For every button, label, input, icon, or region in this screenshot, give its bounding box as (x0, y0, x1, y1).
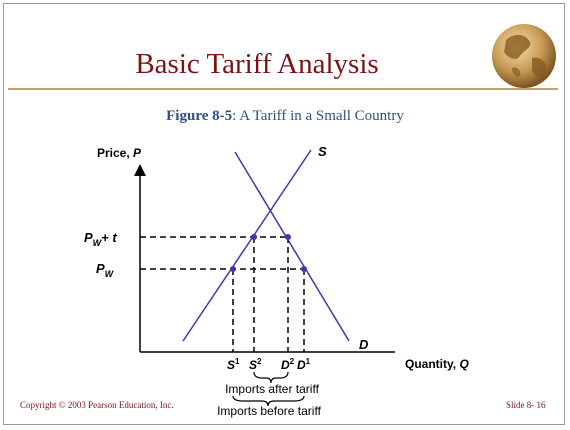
imports-after-brace (253, 371, 289, 384)
q-label-s2: S2 (249, 357, 262, 372)
figure-caption-text: : A Tariff in a Small Country (232, 108, 404, 124)
slide-frame (3, 3, 565, 425)
point-s1 (230, 266, 236, 272)
q-label-s1: S1 (227, 357, 240, 372)
supply-curve (182, 149, 312, 342)
price-world-label: PW (96, 261, 115, 279)
title-divider (8, 88, 558, 90)
imports-before-brace (232, 395, 305, 407)
q-label-d2: D2 (281, 357, 295, 372)
price-tariff-label: PW+ t (84, 230, 117, 248)
copyright-text: Copyright © 2003 Pearson Education, Inc. (20, 400, 174, 410)
x-axis-label: Quantity, Q (405, 357, 469, 371)
page-title: Basic Tariff Analysis (135, 48, 379, 80)
y-axis-label: Price, P (97, 146, 142, 160)
demand-label: D (359, 337, 369, 352)
figure-number: Figure 8-5 (166, 108, 233, 124)
supply-label: S (318, 144, 327, 159)
point-d2 (285, 234, 291, 240)
figure-caption: Figure 8-5: A Tariff in a Small Country (0, 108, 570, 125)
slide-number: Slide 8- 16 (506, 400, 546, 410)
q-label-d1: D1 (297, 357, 311, 372)
demand-curve (234, 151, 350, 342)
point-d1 (301, 266, 307, 272)
imports-after-label: Imports after tariff (225, 382, 319, 396)
globe-icon (492, 24, 556, 88)
imports-before-label: Imports before tariff (217, 404, 321, 418)
point-s2 (251, 234, 257, 240)
